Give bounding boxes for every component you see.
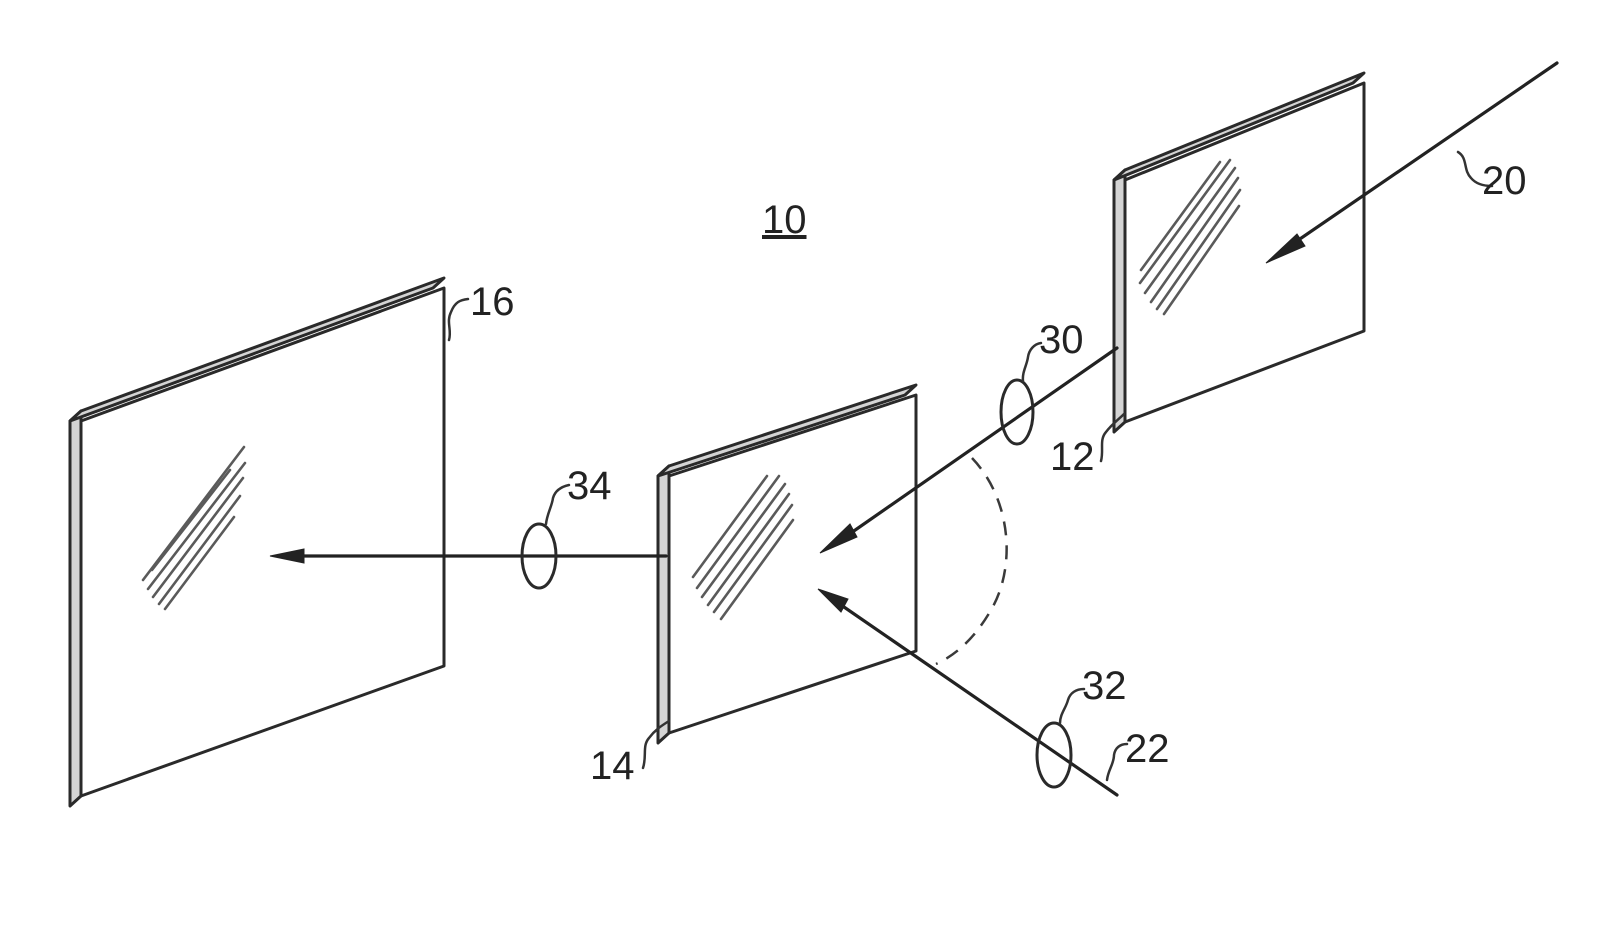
leader-16 <box>449 299 468 340</box>
plate-12 <box>1114 73 1364 432</box>
label-assembly-10: 10 <box>762 198 807 242</box>
label-plate-16: 16 <box>470 280 515 324</box>
label-polarization-34: 34 <box>567 464 612 508</box>
leader-22 <box>1107 744 1127 780</box>
label-beam-22: 22 <box>1125 727 1170 771</box>
leader-34 <box>546 485 569 524</box>
leader-32 <box>1060 689 1084 723</box>
label-plate-14: 14 <box>590 744 635 788</box>
plate-14 <box>658 385 916 743</box>
plate-16-edge-left <box>70 411 81 806</box>
plate-14-face <box>669 395 916 733</box>
plate-16 <box>70 278 444 806</box>
label-polarization-30: 30 <box>1039 318 1084 362</box>
plate-12-edge-left <box>1114 170 1125 432</box>
label-plate-12: 12 <box>1050 435 1095 479</box>
plate-14-edge-left <box>658 466 669 743</box>
polarization-symbol-32 <box>1037 723 1071 787</box>
plate-16-face <box>81 288 444 796</box>
beam-22-line <box>828 596 1117 795</box>
label-beam-20: 20 <box>1482 159 1527 203</box>
incidence-angle-arc <box>936 458 1007 664</box>
polarization-symbol-30 <box>1001 380 1033 444</box>
label-polarization-32: 32 <box>1082 664 1127 708</box>
